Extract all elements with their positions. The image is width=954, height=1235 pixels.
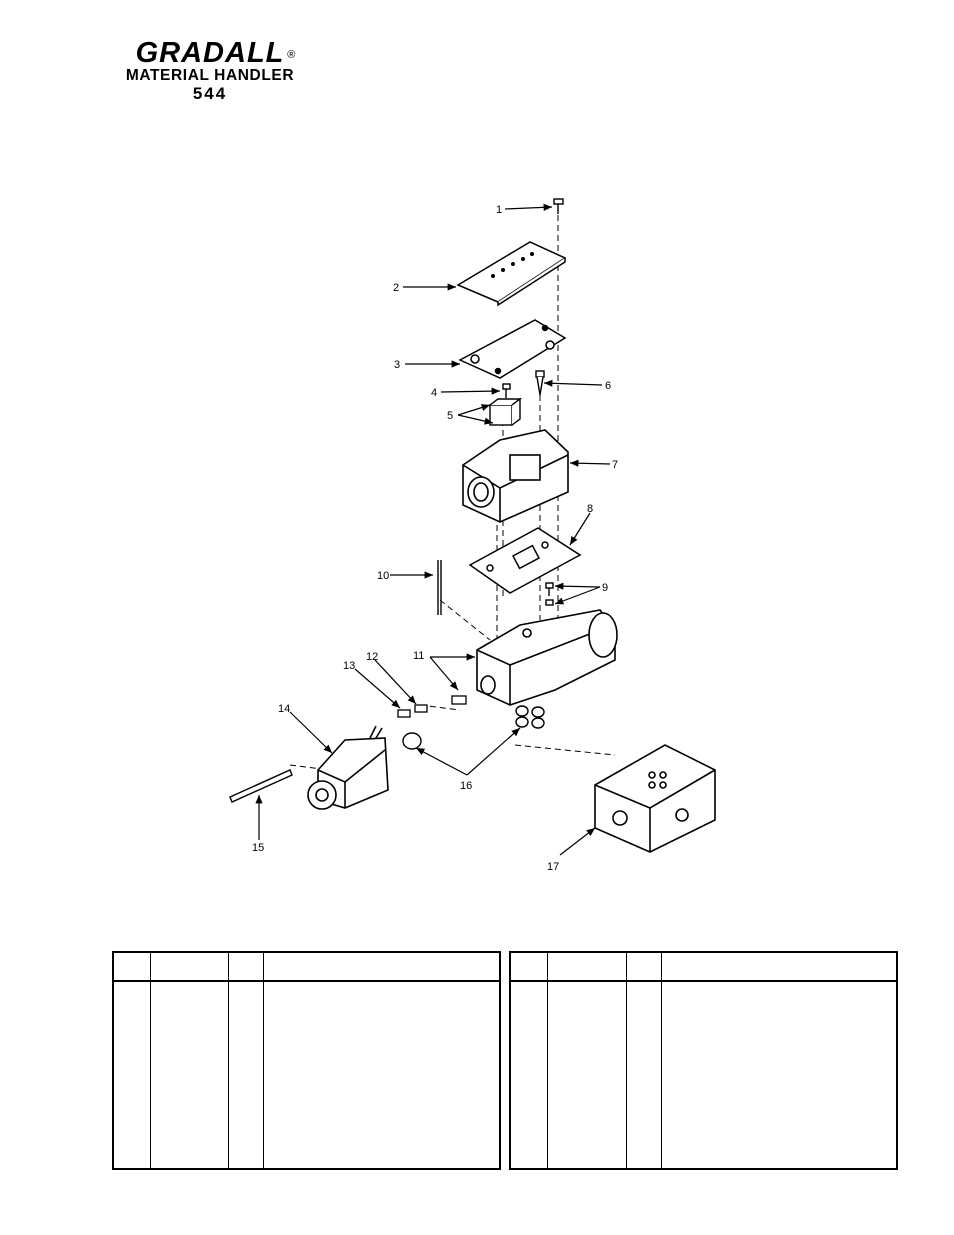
table-header-row bbox=[510, 952, 897, 982]
table-cell bbox=[263, 981, 500, 1169]
part-small-screws bbox=[489, 370, 545, 426]
registered-mark: ® bbox=[287, 49, 297, 61]
callout-14: 14 bbox=[278, 703, 290, 715]
callout-5: 5 bbox=[447, 410, 453, 422]
table-cell bbox=[150, 981, 229, 1169]
part-gasket-plate bbox=[458, 319, 567, 379]
part-screw-top bbox=[553, 198, 564, 214]
brand-subtitle: MATERIAL HANDLER bbox=[125, 67, 295, 84]
column-header bbox=[150, 952, 229, 982]
callout-6: 6 bbox=[605, 380, 611, 392]
parts-table-left bbox=[112, 951, 501, 1170]
table-cell bbox=[113, 981, 151, 1169]
callout-15: 15 bbox=[252, 842, 264, 854]
callout-1: 1 bbox=[496, 204, 502, 216]
callout-17: 17 bbox=[547, 861, 559, 873]
column-header bbox=[263, 952, 500, 982]
callout-7: 7 bbox=[612, 459, 618, 471]
callout-4: 4 bbox=[431, 387, 437, 399]
parts-table-right bbox=[509, 951, 898, 1170]
callout-arrows bbox=[255, 203, 611, 856]
callout-labels: 1 2 3 4 5 6 7 8 9 10 11 12 13 14 15 16 1… bbox=[252, 204, 618, 873]
callout-3: 3 bbox=[394, 359, 400, 371]
brand-name: GRADALL bbox=[135, 37, 285, 69]
part-base-gasket bbox=[468, 527, 582, 594]
part-solenoid bbox=[307, 725, 389, 810]
callout-8: 8 bbox=[587, 503, 593, 515]
part-fittings bbox=[397, 695, 467, 718]
column-header bbox=[113, 952, 151, 982]
part-rod bbox=[229, 769, 293, 803]
column-header bbox=[626, 952, 662, 982]
table-header-row bbox=[113, 952, 500, 982]
brand-header: GRADALL® MATERIAL HANDLER 544 bbox=[112, 38, 308, 104]
callout-10: 10 bbox=[377, 570, 389, 582]
column-header bbox=[228, 952, 264, 982]
column-header bbox=[510, 952, 548, 982]
callout-9: 9 bbox=[602, 582, 608, 594]
table-row bbox=[510, 981, 897, 1169]
table-cell bbox=[228, 981, 264, 1169]
column-header bbox=[547, 952, 627, 982]
callout-11: 11 bbox=[413, 650, 424, 662]
table-cell bbox=[510, 981, 548, 1169]
table-cell bbox=[547, 981, 627, 1169]
part-manifold-block bbox=[594, 744, 716, 853]
table-cell bbox=[661, 981, 897, 1169]
part-o-rings bbox=[402, 705, 545, 750]
callout-12: 12 bbox=[366, 651, 378, 663]
part-housing bbox=[462, 429, 569, 523]
callout-16: 16 bbox=[460, 780, 472, 792]
part-valve-body bbox=[476, 609, 618, 706]
exploded-parts-diagram: 1 2 3 4 5 6 7 8 9 10 11 12 13 14 15 16 1… bbox=[229, 198, 716, 873]
callout-13: 13 bbox=[343, 660, 355, 672]
column-header bbox=[661, 952, 897, 982]
part-pins bbox=[437, 560, 554, 615]
callout-2: 2 bbox=[393, 282, 399, 294]
brand-logo: GRADALL® bbox=[135, 37, 296, 69]
table-cell bbox=[626, 981, 662, 1169]
model-number: 544 bbox=[192, 84, 228, 103]
part-cover-plate bbox=[456, 241, 567, 307]
table-row bbox=[113, 981, 500, 1169]
